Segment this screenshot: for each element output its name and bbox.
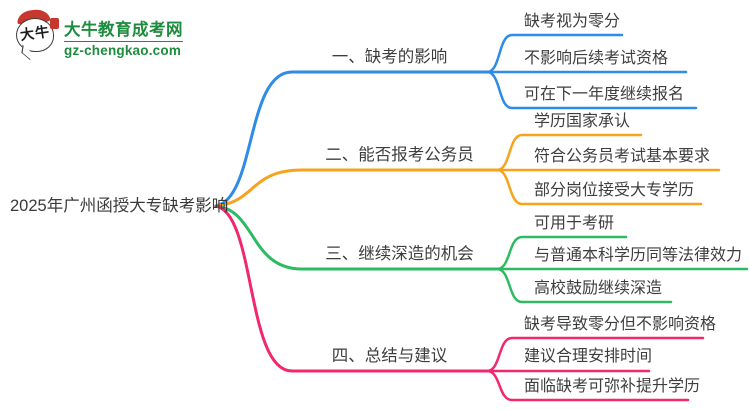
logo-divider: [64, 41, 183, 42]
branch-2-trunk-line: [214, 168, 499, 208]
root-node-label: 2025年广州函授大专缺考影响: [10, 197, 229, 215]
branch-2-label: 二、能否报考公务员: [325, 146, 474, 164]
leaf-4-3-label: 面临缺考可弥补提升学历: [524, 378, 701, 395]
leaf-1-2-label: 不影响后续考试资格: [524, 50, 669, 67]
branch-1-leaf-line-1: [485, 33, 624, 74]
leaf-3-3-label: 高校鼓励继续深造: [534, 280, 663, 297]
logo-site-domain: gz-chengkao.com: [64, 43, 182, 58]
branch-1-trunk-line: [214, 70, 489, 208]
leaf-4-1-label: 缺考导致零分但不影响资格: [524, 316, 717, 333]
leaf-1-3-label: 可在下一年度继续报名: [524, 86, 685, 103]
leaf-3-2-label: 与普通本科学历同等法律效力: [534, 247, 743, 264]
leaf-2-3-label: 部分岗位接受大专学历: [534, 182, 695, 199]
logo-site-title: 大牛教育成考网: [64, 21, 183, 39]
logo-bubble-icon: 大牛: [14, 8, 60, 61]
branch-4-leaf-line-3: [485, 369, 690, 402]
branch-4-label: 四、总结与建议: [331, 347, 448, 365]
logo-text-column: 大牛教育成考网 gz-chengkao.com: [64, 10, 183, 58]
branch-1-label: 一、缺考的影响: [331, 48, 448, 66]
site-logo: 大牛 大牛教育成考网 gz-chengkao.com: [14, 8, 183, 61]
branch-1-leaf-line-3: [485, 70, 698, 110]
leaf-1-1-label: 缺考视为零分: [524, 13, 621, 30]
branch-3-trunk-line: [214, 204, 499, 271]
leaf-4-2-label: 建议合理安排时间: [524, 348, 653, 365]
leaf-3-1-label: 可用于考研: [534, 215, 615, 232]
branch-3-label: 三、继续深造的机会: [325, 245, 474, 263]
branch-4-trunk-line: [214, 204, 489, 373]
leaf-2-2-label: 符合公务员考试基本要求: [534, 148, 711, 165]
leaf-2-1-label: 学历国家承认: [534, 113, 631, 130]
branch-3-leaf-line-3: [495, 267, 673, 304]
branch-2-leaf-line-3: [495, 168, 703, 206]
logo-seal-icon: [50, 18, 59, 29]
branch-2-leaf-line-1: [495, 133, 643, 172]
